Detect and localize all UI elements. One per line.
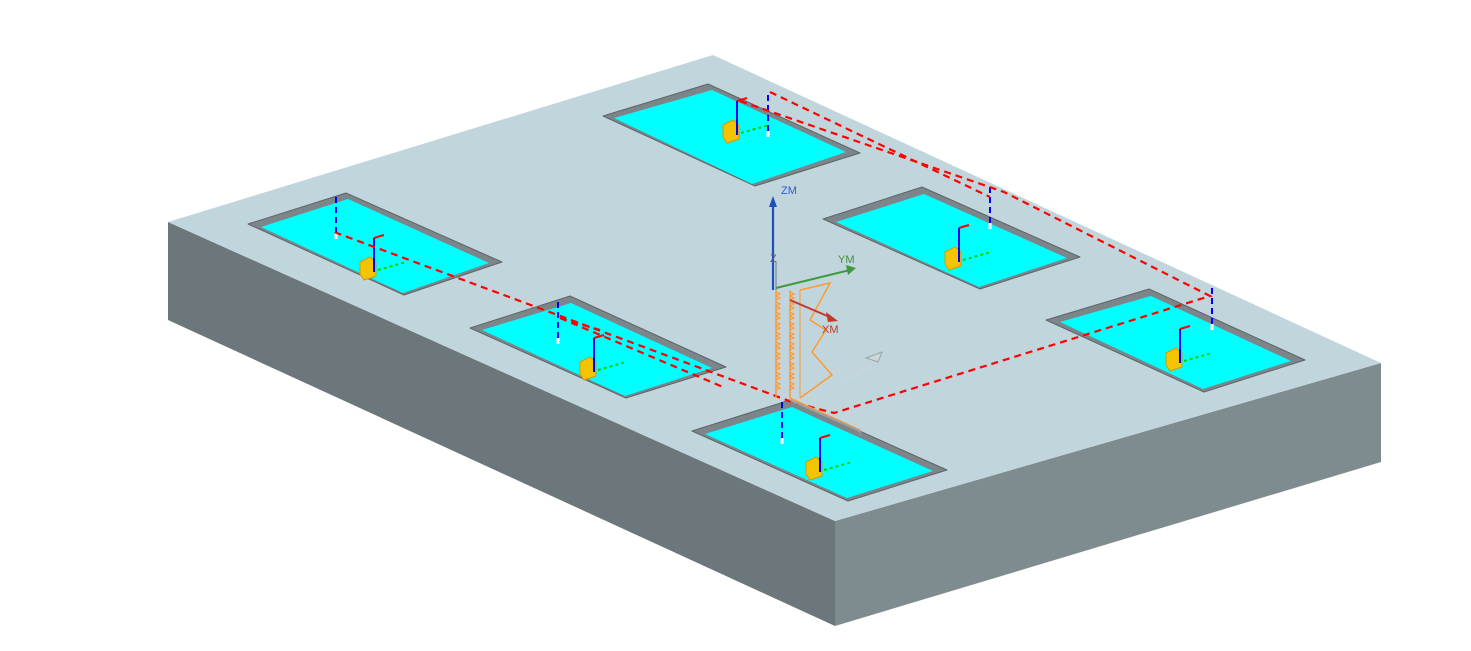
ym-axis [775,269,851,289]
tool-z-label: Z [770,253,777,265]
operation-symbol [556,300,627,381]
pocket-group [247,83,1306,502]
zm-label: ZM [781,185,797,197]
toolpath-rapid-moves [333,91,1213,415]
svg-text:x: x [858,428,863,438]
workpiece-plate[interactable] [168,55,1381,626]
xm-axis [789,299,833,319]
pocket-6[interactable] [691,399,948,502]
rapid-move-1 [333,99,1213,415]
pocket-4[interactable] [469,295,727,399]
xm-arrowhead [826,312,838,322]
drill-cycle-path [774,281,861,431]
work-coordinate-system[interactable]: ZM Z YM XM x [769,185,883,438]
tool-glyph [359,256,377,281]
pocket-3[interactable] [822,185,1081,290]
rapid-move-2 [559,316,724,389]
tool-glyph [944,246,962,271]
view-triad-marker [841,351,883,383]
rapid-move-4 [559,316,601,332]
xm-label: XM [822,324,839,336]
operation-symbol [780,400,853,481]
plate-top-face[interactable] [168,55,1381,521]
ym-arrowhead [846,265,856,275]
pocket-floor[interactable] [482,303,712,396]
plate-right-face [835,363,1381,626]
tool-glyph [1165,347,1183,372]
tool-glyph [579,356,597,381]
ym-label: YM [838,254,855,266]
pocket-floor[interactable] [836,194,1067,287]
operation-symbol [334,195,407,281]
tool-origin-marker: x [789,399,863,438]
rapid-move-3 [769,91,991,198]
pocket-2[interactable] [247,192,503,296]
operation-symbol [944,185,992,271]
plate-left-face [168,222,835,626]
pocket-1[interactable] [602,83,861,187]
tool-glyph [722,119,740,144]
operation-symbol [722,93,770,144]
operation-symbol [1165,286,1214,372]
zm-arrowhead [769,196,777,207]
tool-glyph [805,456,823,481]
pocket-5[interactable] [1045,286,1306,393]
pocket-floor[interactable] [1060,296,1291,389]
